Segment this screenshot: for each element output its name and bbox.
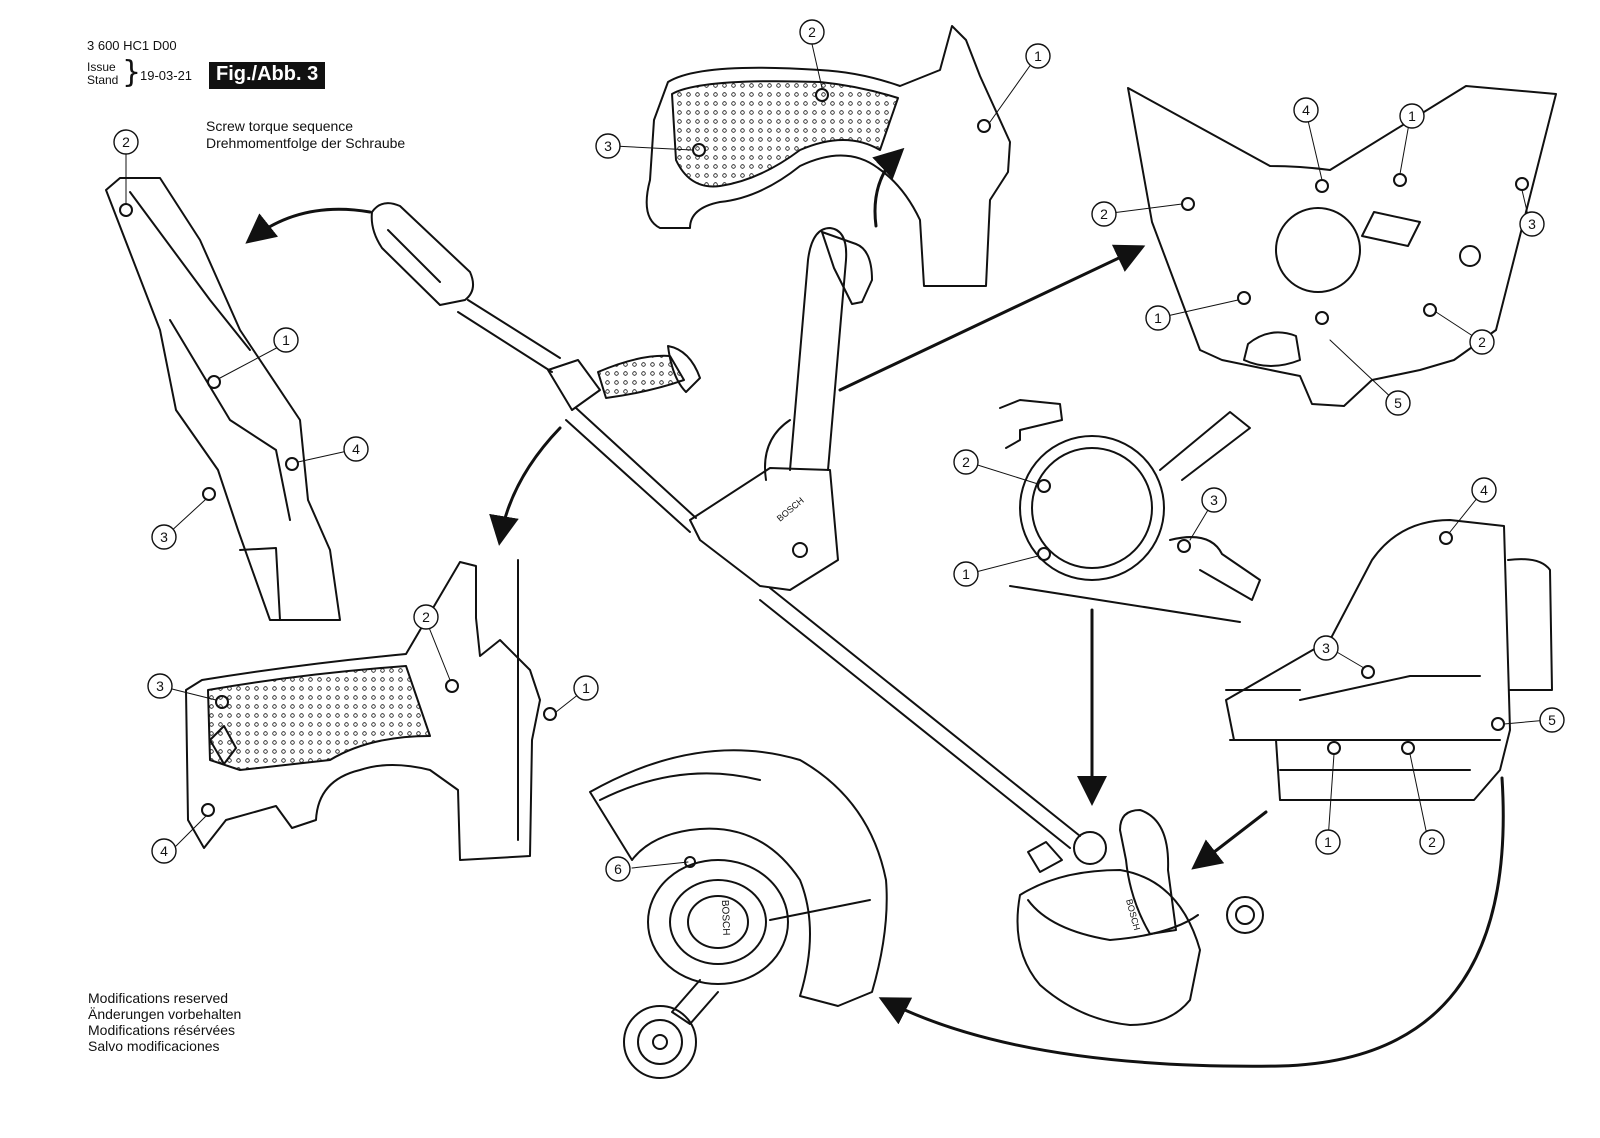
- svg-text:1: 1: [1408, 108, 1416, 124]
- aux-handle-bottom-detail: [185, 559, 557, 861]
- svg-text:1: 1: [582, 680, 590, 696]
- part-number: 3 600 HC1 D00: [87, 38, 177, 53]
- svg-text:2: 2: [808, 24, 816, 40]
- torque-note: Screw torque sequence Drehmomentfolge de…: [206, 118, 405, 152]
- svg-text:5: 5: [1548, 712, 1556, 728]
- callout-joint-c: 2: [1091, 201, 1117, 227]
- svg-text:1: 1: [962, 566, 970, 582]
- callout-motor-side-b: 3: [1313, 635, 1339, 661]
- svg-text:4: 4: [1480, 482, 1488, 498]
- callout-aux-bottom-d: 4: [151, 838, 177, 864]
- svg-text:2: 2: [122, 134, 130, 150]
- callout-motor-front-a: 2: [953, 449, 979, 475]
- guard-assembly: BOSCH: [589, 749, 888, 1079]
- callout-motor-side-e: 2: [1419, 829, 1445, 855]
- issue-label-en: Issue: [87, 60, 116, 74]
- svg-text:3: 3: [1322, 640, 1330, 656]
- issue-brace: }: [122, 55, 142, 90]
- callout-joint-d: 3: [1519, 211, 1545, 237]
- svg-text:1: 1: [1154, 310, 1162, 326]
- svg-text:4: 4: [1302, 102, 1310, 118]
- modifications-de: Änderungen vorbehalten: [88, 1006, 242, 1022]
- motor-front-detail: [999, 399, 1261, 623]
- figure-label: Fig./Abb. 3: [209, 62, 326, 89]
- handle-joint-detail: [1127, 85, 1557, 407]
- callout-motor-front-b: 3: [1201, 487, 1227, 513]
- callout-rear-handle-b: 1: [273, 327, 299, 353]
- svg-text:1: 1: [1324, 834, 1332, 850]
- svg-text:3: 3: [156, 678, 164, 694]
- callout-motor-side-a: 4: [1471, 477, 1497, 503]
- callout-markers: 2 1 4 3 2 1 3 2 3 1 4 4 1 2 3 1 2 5 2 3 …: [113, 19, 1565, 882]
- svg-text:6: 6: [614, 861, 622, 877]
- callout-aux-top-c: 3: [595, 133, 621, 159]
- svg-text:4: 4: [352, 441, 360, 457]
- svg-text:2: 2: [1100, 206, 1108, 222]
- callout-joint-g: 5: [1385, 390, 1411, 416]
- callout-aux-bottom-a: 2: [413, 604, 439, 630]
- callout-rear-handle-a: 2: [113, 129, 139, 155]
- callout-joint-b: 1: [1399, 103, 1425, 129]
- cutting-head: BOSCH: [1016, 809, 1264, 1026]
- aux-handle-top-detail: [645, 25, 1011, 287]
- svg-text:2: 2: [962, 454, 970, 470]
- modifications-es: Salvo modificaciones: [88, 1038, 220, 1054]
- svg-text:2: 2: [422, 609, 430, 625]
- rear-handle-detail: [105, 177, 341, 621]
- svg-text:2: 2: [1428, 834, 1436, 850]
- svg-text:3: 3: [1210, 492, 1218, 508]
- svg-text:1: 1: [1034, 48, 1042, 64]
- callout-motor-front-c: 1: [953, 561, 979, 587]
- callout-motor-side-d: 1: [1315, 829, 1341, 855]
- svg-text:1: 1: [282, 332, 290, 348]
- modifications-note: Modifications reserved Änderungen vorbeh…: [88, 990, 241, 1054]
- svg-text:3: 3: [604, 138, 612, 154]
- svg-text:3: 3: [1528, 216, 1536, 232]
- svg-text:4: 4: [160, 843, 168, 859]
- modifications-fr: Modifications résérvées: [88, 1022, 236, 1038]
- callout-aux-bottom-b: 3: [147, 673, 173, 699]
- modifications-en: Modifications reserved: [88, 990, 229, 1006]
- callout-guard-a: 6: [605, 856, 631, 882]
- callout-rear-handle-d: 3: [151, 524, 177, 550]
- guard-logo: BOSCH: [719, 900, 731, 936]
- callout-motor-side-c: 5: [1539, 707, 1565, 733]
- callout-aux-bottom-c: 1: [573, 675, 599, 701]
- issue-label-de: Stand: [87, 73, 119, 87]
- torque-note-en: Screw torque sequence: [206, 118, 354, 134]
- callout-joint-f: 2: [1469, 329, 1495, 355]
- callout-joint-e: 1: [1145, 305, 1171, 331]
- torque-note-de: Drehmomentfolge der Schraube: [206, 135, 406, 151]
- callout-aux-top-a: 2: [799, 19, 825, 45]
- motor-side-detail: [1225, 519, 1553, 801]
- issue-label: Issue Stand: [87, 61, 118, 87]
- svg-text:5: 5: [1394, 395, 1402, 411]
- svg-text:2: 2: [1478, 334, 1486, 350]
- issue-date: 19-03-21: [140, 68, 193, 83]
- callout-joint-a: 4: [1293, 97, 1319, 123]
- callout-aux-top-b: 1: [1025, 43, 1051, 69]
- callout-rear-handle-c: 4: [343, 436, 369, 462]
- handle-logo: BOSCH: [775, 495, 806, 523]
- flow-arrows: [245, 147, 1505, 1068]
- svg-text:3: 3: [160, 529, 168, 545]
